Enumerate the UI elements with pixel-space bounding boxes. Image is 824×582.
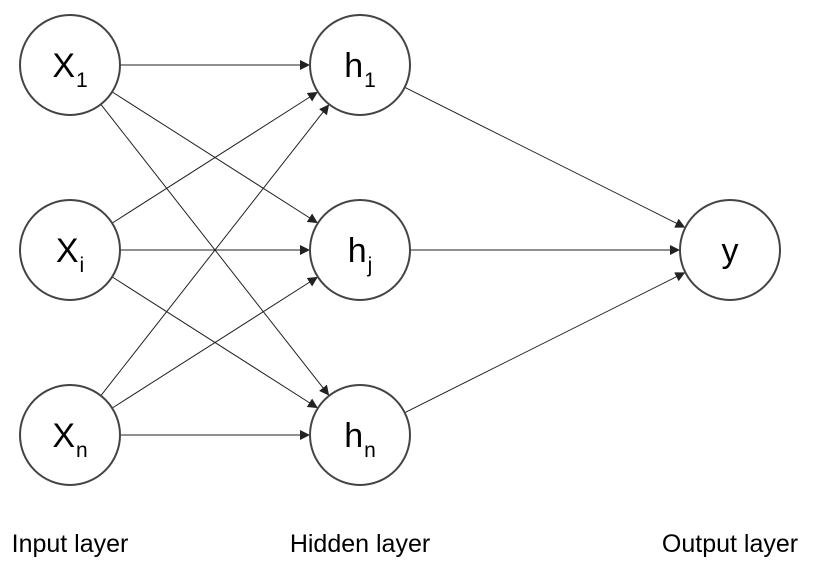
node-symbol: h xyxy=(348,232,367,270)
node-subscript: n xyxy=(76,439,88,462)
edge-xi-h1 xyxy=(111,91,319,224)
node-symbol: X xyxy=(52,47,75,85)
edge-h1-y xyxy=(404,86,686,229)
connection-arrows xyxy=(100,60,686,440)
node-circle xyxy=(679,199,781,301)
node-subscript: 1 xyxy=(364,69,376,92)
node-subscript: i xyxy=(80,254,85,277)
node-circle xyxy=(19,199,121,301)
hidden-layer-label: Hidden layer xyxy=(290,530,430,558)
node-symbol: y xyxy=(722,232,739,270)
node-circle xyxy=(309,199,411,301)
node-symbol: h xyxy=(344,417,363,455)
hidden-node-h1: h 1 xyxy=(309,14,411,116)
node-symbol: X xyxy=(52,417,75,455)
node-circle xyxy=(19,384,121,486)
hidden-node-hn: h n xyxy=(309,384,411,486)
node-circle xyxy=(309,14,411,116)
edge-xn-hj xyxy=(111,276,319,409)
node-symbol: h xyxy=(344,47,363,85)
node-subscript: 1 xyxy=(76,69,88,92)
output-layer-label: Output layer xyxy=(662,530,798,558)
input-node-x1: X 1 xyxy=(19,14,121,116)
node-subscript: n xyxy=(364,439,376,462)
node-circle xyxy=(309,384,411,486)
node-symbol: X xyxy=(56,232,79,270)
input-node-xi: X i xyxy=(19,199,121,301)
input-node-xn: X n xyxy=(19,384,121,486)
node-circle xyxy=(19,14,121,116)
output-node-y: y xyxy=(679,199,781,301)
edge-hn-y xyxy=(404,271,686,414)
hidden-node-hj: h j xyxy=(309,199,411,301)
edge-xn-h1 xyxy=(100,104,330,396)
input-layer-label: Input layer xyxy=(12,530,129,558)
node-subscript: j xyxy=(367,254,373,277)
